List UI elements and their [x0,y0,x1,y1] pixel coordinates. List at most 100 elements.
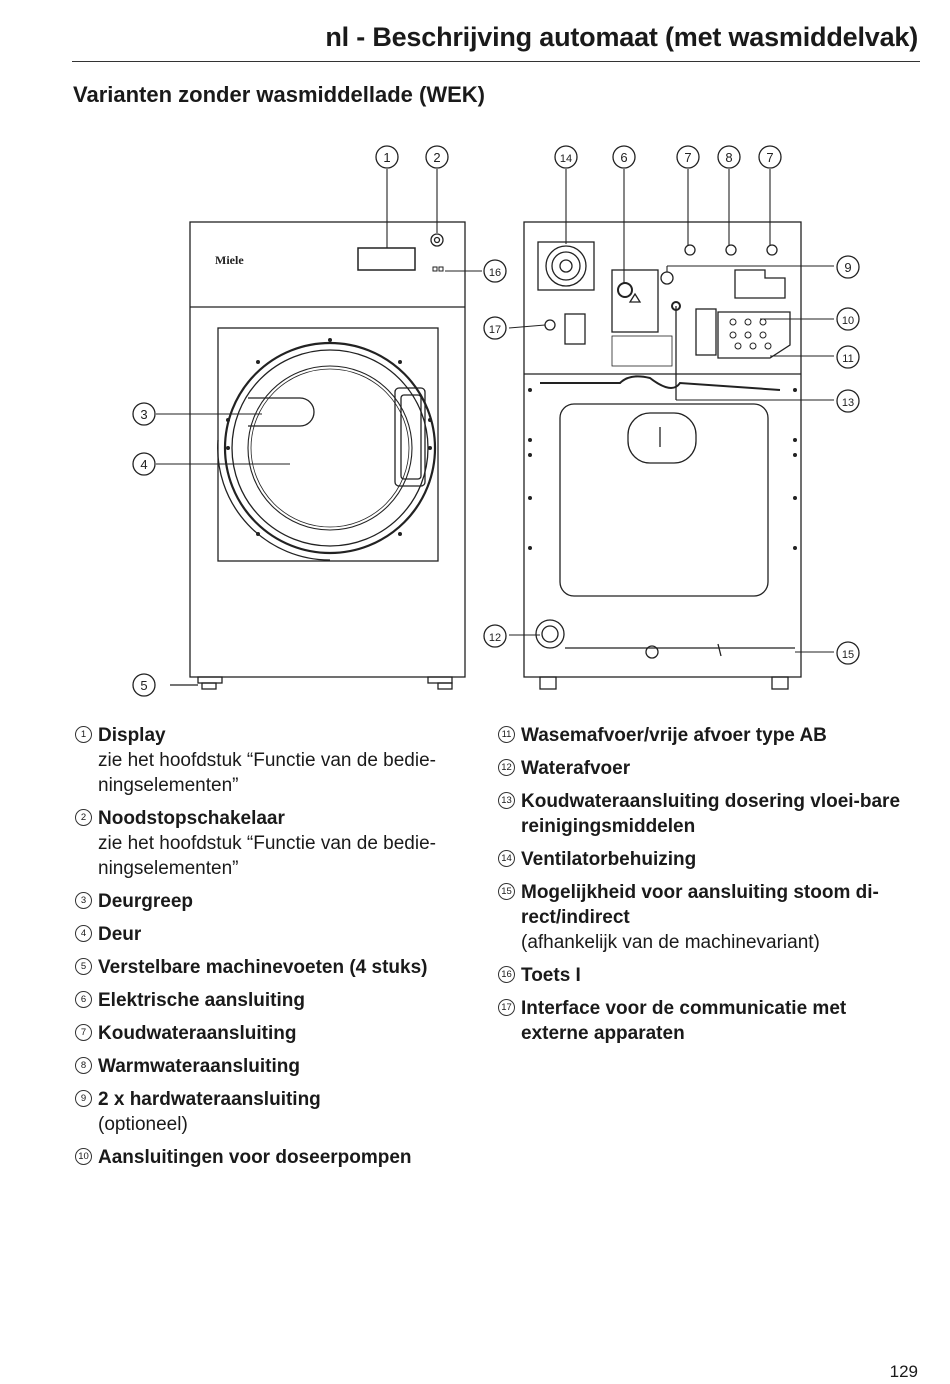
legend-item-1: 1 Display zie het hoofdstuk “Functie van d… [75,723,480,798]
item-number: 10 [75,1148,92,1165]
svg-text:14: 14 [560,153,572,165]
svg-text:8: 8 [725,150,732,165]
svg-text:10: 10 [842,315,854,327]
item-label: Mogelijkheid voor aansluiting stoom di-r… [521,882,879,928]
item-number: 11 [498,726,515,743]
item-number: 5 [75,958,92,975]
callout-4: 4 [132,452,156,476]
callout-17: 17 [483,316,507,340]
brand-logo: Miele [215,253,244,267]
item-label: Deur [98,924,142,945]
item-number: 4 [75,925,92,942]
svg-text:7: 7 [684,150,691,165]
svg-text:4: 4 [140,457,147,472]
callout-7b: 7 [758,145,782,169]
svg-text:5: 5 [140,678,147,693]
legend-item-3: 3 Deurgreep [75,889,480,914]
item-number: 16 [498,966,515,983]
svg-text:9: 9 [844,260,851,275]
item-number: 12 [498,759,515,776]
callout-6: 6 [612,145,636,169]
page-number: 129 [889,1362,918,1381]
legend-item-16: 16 Toets I [498,963,918,988]
legend-item-7: 7 Koudwateraansluiting [75,1021,480,1046]
item-number: 13 [498,792,515,809]
item-label: Elektrische aansluiting [98,990,305,1011]
svg-text:16: 16 [489,267,501,279]
item-number: 17 [498,999,515,1016]
legend-item-6: 6 Elektrische aansluiting [75,988,480,1013]
machine-diagram: Miele [132,145,860,697]
callout-14: 14 [554,145,578,169]
svg-text:6: 6 [620,150,627,165]
item-description: (optioneel) [98,1114,188,1135]
legend-item-8: 8 Warmwateraansluiting [75,1054,480,1079]
legend-item-11: 11 Wasemafvoer/vrije afvoer type AB [498,723,918,748]
item-label: Noodstopschakelaar [98,808,285,829]
item-number: 15 [498,883,515,900]
front-view: Miele [170,221,466,690]
item-description: zie het hoofdstuk “Functie van de bedie-… [98,750,436,796]
svg-text:2: 2 [433,150,440,165]
callout-16: 16 [483,259,507,283]
item-label: Display [98,725,166,746]
item-label: Deurgreep [98,891,194,912]
svg-text:12: 12 [489,632,501,644]
legend-right-column: 11 Wasemafvoer/vrije afvoer type AB 12 Wat… [498,723,918,1054]
legend-item-5: 5 Verstelbare machinevoeten (4 stuks) [75,955,480,980]
callout-2: 2 [425,145,449,169]
legend-item-14: 14 Ventilatorbehuizing [498,847,918,872]
svg-text:7: 7 [766,150,773,165]
legend-item-9: 9 2 x hardwateraansluiting (optioneel) [75,1087,480,1137]
item-label: Interface voor de communicatie met exter… [521,998,847,1044]
legend-item-17: 17 Interface voor de communicatie met ext… [498,996,918,1046]
item-label: Koudwateraansluiting [98,1023,297,1044]
callout-1: 1 [375,145,399,169]
callout-8: 8 [717,145,741,169]
rear-view [523,221,802,690]
item-label: Toets I [521,965,581,986]
callouts: 1 2 3 4 5 6 7 8 7 9 10 11 12 13 14 15 16… [132,145,860,697]
callout-5: 5 [132,673,156,697]
item-label: Aansluitingen voor doseerpompen [98,1147,412,1168]
callout-10: 10 [836,307,860,331]
legend-item-13: 13 Koudwateraansluiting dosering vloei-ba… [498,789,918,839]
item-label: Warmwateraansluiting [98,1056,301,1077]
svg-text:3: 3 [140,407,147,422]
item-number: 9 [75,1090,92,1107]
item-label: Waterafvoer [521,758,631,779]
legend-item-4: 4 Deur [75,922,480,947]
svg-text:1: 1 [383,150,390,165]
item-label: Koudwateraansluiting dosering vloei-bare… [521,791,901,837]
legend-left-column: 1 Display zie het hoofdstuk “Functie van d… [75,723,480,1178]
item-label: 2 x hardwateraansluiting [98,1089,321,1110]
callout-3: 3 [132,402,156,426]
item-number: 14 [498,850,515,867]
item-label: Ventilatorbehuizing [521,849,697,870]
legend-item-12: 12 Waterafvoer [498,756,918,781]
item-number: 8 [75,1057,92,1074]
item-label: Verstelbare machinevoeten (4 stuks) [98,957,428,978]
callout-7a: 7 [676,145,700,169]
legend-item-15: 15 Mogelijkheid voor aansluiting stoom di… [498,880,918,955]
item-number: 3 [75,892,92,909]
svg-text:11: 11 [842,353,853,365]
header-divider [72,61,920,62]
leader-lines [156,169,834,653]
item-description: (afhankelijk van de machinevariant) [521,932,820,953]
callout-13: 13 [836,389,860,413]
svg-text:13: 13 [842,397,854,409]
item-number: 7 [75,1024,92,1041]
item-description: zie het hoofdstuk “Functie van de bedie-… [98,833,436,879]
section-title: Varianten zonder wasmiddellade (WEK) [73,82,485,107]
item-number: 1 [75,726,92,743]
callout-11: 11 [836,345,860,369]
callout-15: 15 [836,641,860,665]
item-label: Wasemafvoer/vrije afvoer type AB [521,725,827,746]
page-header-title: nl - Beschrijving automaat (met wasmidde… [325,22,918,52]
callout-9: 9 [836,255,860,279]
svg-text:15: 15 [842,649,854,661]
legend-item-10: 10 Aansluitingen voor doseerpompen [75,1145,480,1170]
item-number: 6 [75,991,92,1008]
